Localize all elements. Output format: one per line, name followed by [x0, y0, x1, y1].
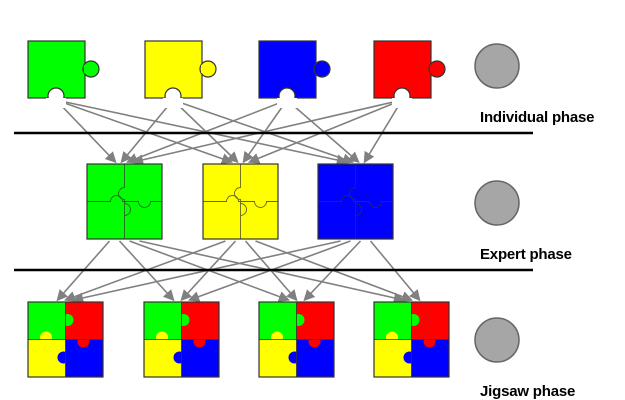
individual-piece — [144, 40, 217, 108]
phase-circle-jigsaw — [474, 317, 520, 363]
jigsaw-group — [258, 301, 335, 378]
jigsaw-group — [27, 301, 104, 378]
flow-arrow — [172, 99, 355, 165]
pieces-layer — [27, 40, 450, 378]
expert-phase-label: Expert phase — [480, 246, 572, 263]
flow-arrow — [248, 99, 403, 164]
expert-group — [317, 163, 394, 240]
phase-circle-expert — [474, 180, 520, 226]
flow-arrow — [120, 99, 174, 164]
flow-arrow — [286, 99, 360, 164]
flow-arrow — [55, 99, 234, 165]
individual-phase-label: Individual phase — [480, 109, 595, 126]
expert-group — [86, 163, 163, 240]
individual-piece — [27, 40, 100, 108]
individual-piece — [258, 40, 331, 108]
jigsaw-group — [143, 301, 220, 378]
expert-group — [202, 163, 279, 240]
jigsaw-group — [373, 301, 450, 378]
flow-arrow — [55, 99, 117, 164]
flow-arrow — [131, 99, 403, 166]
flow-arrow — [126, 99, 288, 164]
phase-circle-individual — [474, 43, 520, 89]
flow-arrow — [55, 99, 349, 166]
jigsaw-phase-label: Jigsaw phase — [480, 383, 576, 400]
flow-arrow — [363, 99, 403, 164]
individual-piece — [373, 40, 446, 108]
